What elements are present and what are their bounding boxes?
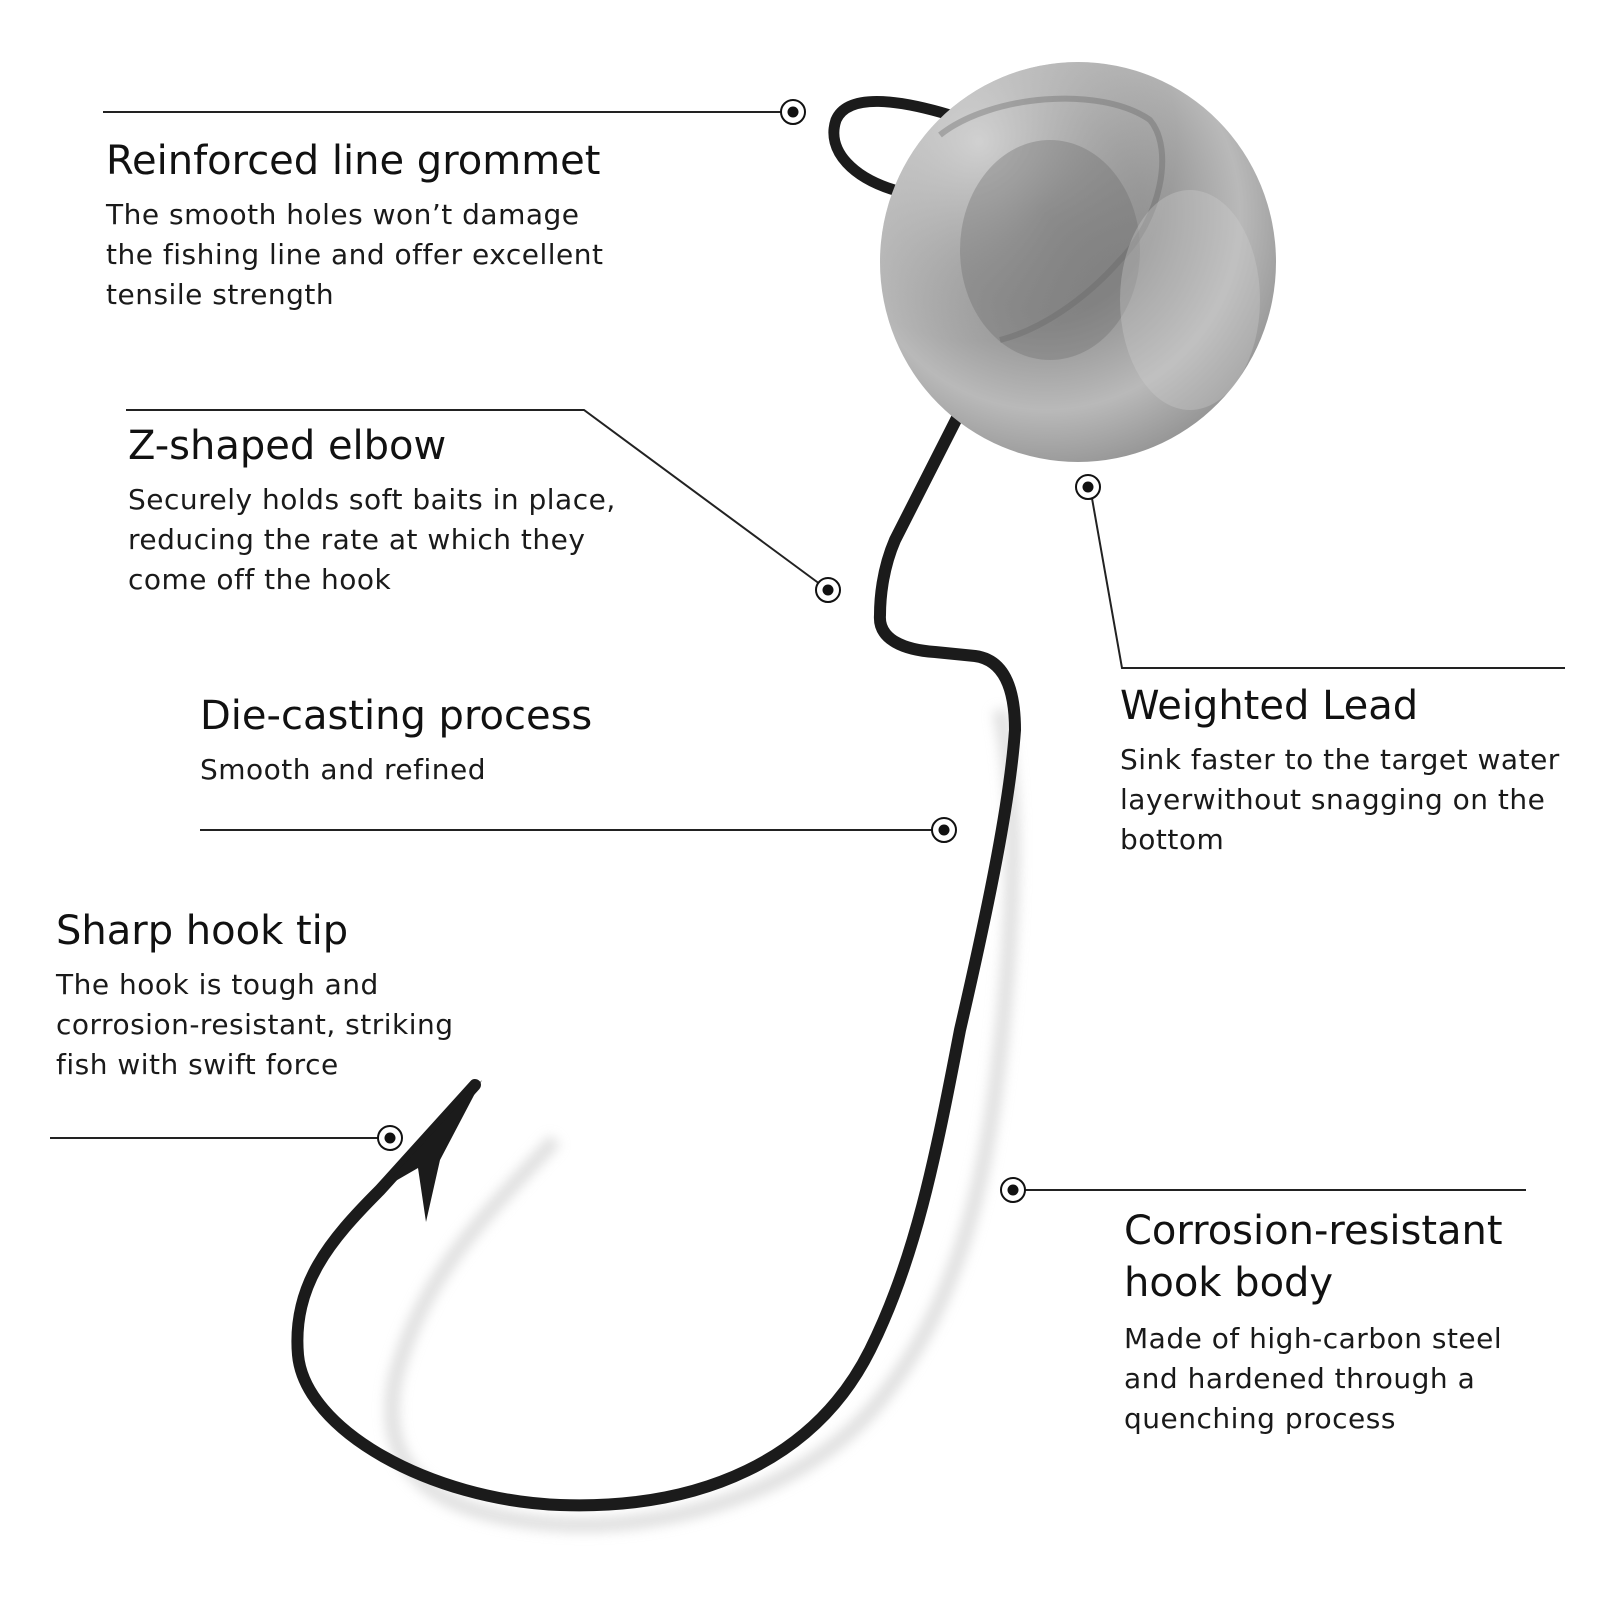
callout-title: Reinforced line grommet <box>106 138 601 184</box>
callout-description: The hook is tough and corrosion-resistan… <box>56 965 576 1085</box>
callout-title: Corrosion-resistant hook body <box>1124 1205 1574 1309</box>
marker-elbow <box>815 577 841 603</box>
title-line: hook body <box>1124 1260 1334 1306</box>
description-line: bottom <box>1120 823 1225 856</box>
marker-weighted-lead <box>1075 474 1101 500</box>
callout-title: Sharp hook tip <box>56 908 349 954</box>
marker-grommet <box>780 99 806 125</box>
description-line: fish with swift force <box>56 1048 339 1081</box>
description-line: and hardened through a <box>1124 1362 1476 1395</box>
title-line: Corrosion-resistant <box>1124 1208 1503 1254</box>
hook-shadow <box>384 708 1020 1532</box>
description-line: Securely holds soft baits in place, <box>128 483 616 516</box>
description-line: the fishing line and offer excellent <box>106 238 604 271</box>
callout-description: Sink faster to the target water layerwit… <box>1120 740 1590 860</box>
callout-markers <box>377 99 1101 1203</box>
leader-elbow <box>126 409 829 591</box>
callout-title: Z-shaped elbow <box>128 423 447 469</box>
callout-die-casting: Die-casting process Smooth and refined <box>200 690 760 790</box>
callout-weighted-lead: Weighted Lead Sink faster to the target … <box>1120 680 1590 860</box>
description-line: Smooth and refined <box>200 753 487 786</box>
description-line: The hook is tough and <box>56 968 379 1001</box>
line-grommet <box>828 95 956 199</box>
hook-point <box>380 1080 482 1222</box>
callout-line-grommet: Reinforced line grommet The smooth holes… <box>106 135 666 315</box>
description-line: layerwithout snagging on the <box>1120 783 1546 816</box>
description-line: tensile strength <box>106 278 335 311</box>
marker-die-casting <box>931 817 957 843</box>
hook-wire <box>291 406 1021 1512</box>
description-line: Made of high-carbon steel <box>1124 1322 1503 1355</box>
callout-description: Made of high-carbon steel and hardened t… <box>1124 1319 1574 1439</box>
callout-hook-tip: Sharp hook tip The hook is tough and cor… <box>56 905 576 1085</box>
callout-title: Weighted Lead <box>1120 683 1419 729</box>
description-line: reducing the rate at which they <box>128 523 586 556</box>
description-line: The smooth holes won’t damage <box>106 198 580 231</box>
leader-lines <box>50 111 1565 1191</box>
lead-head <box>880 62 1276 462</box>
callout-description: Securely holds soft baits in place, redu… <box>128 480 688 600</box>
callout-title: Die-casting process <box>200 693 593 739</box>
description-line: come off the hook <box>128 563 392 596</box>
description-line: corrosion-resistant, striking <box>56 1008 454 1041</box>
description-line: quenching process <box>1124 1402 1396 1435</box>
leader-weighted-lead <box>1089 486 1565 669</box>
callout-hook-body: Corrosion-resistant hook body Made of hi… <box>1124 1205 1574 1439</box>
marker-hook-body <box>1000 1177 1026 1203</box>
callout-z-elbow: Z-shaped elbow Securely holds soft baits… <box>128 420 688 600</box>
callout-description: Smooth and refined <box>200 750 760 790</box>
callout-description: The smooth holes won’t damage the fishin… <box>106 195 666 315</box>
marker-hook-tip <box>377 1125 403 1151</box>
description-line: Sink faster to the target water <box>1120 743 1560 776</box>
